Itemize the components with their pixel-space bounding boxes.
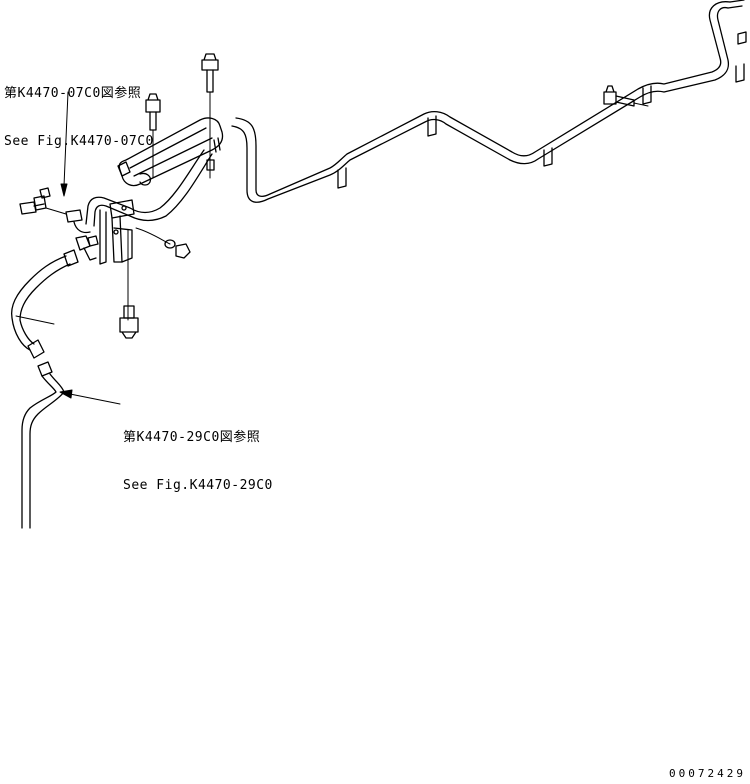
- mounting-bracket: [99, 199, 139, 339]
- reference-label-2-jp: 第K4470-29C0図参照: [123, 430, 261, 445]
- valve-block: [117, 117, 224, 187]
- left-assembly-pipe: [85, 149, 213, 227]
- bolts: [145, 53, 649, 179]
- flexible-hose: [10, 249, 79, 359]
- reference-label-1-jp: 第K4470-07C0図参照: [4, 86, 142, 101]
- reference-label-1: 第K4470-07C0図参照 See Fig.K4470-07C0: [4, 54, 154, 166]
- leader-arrows: [59, 91, 121, 405]
- nut-washer: [135, 227, 191, 259]
- figure-number: 00072429: [669, 767, 746, 780]
- pipe-clamps: [337, 31, 747, 189]
- reference-label-2-en: See Fig.K4470-29C0: [123, 478, 273, 493]
- lower-pipe: [21, 361, 65, 529]
- reference-label-1-en: See Fig.K4470-07C0: [4, 134, 154, 149]
- main-pipe: [231, 0, 745, 203]
- left-fittings: [19, 187, 99, 261]
- reference-label-2: 第K4470-29C0図参照 See Fig.K4470-29C0: [123, 398, 273, 510]
